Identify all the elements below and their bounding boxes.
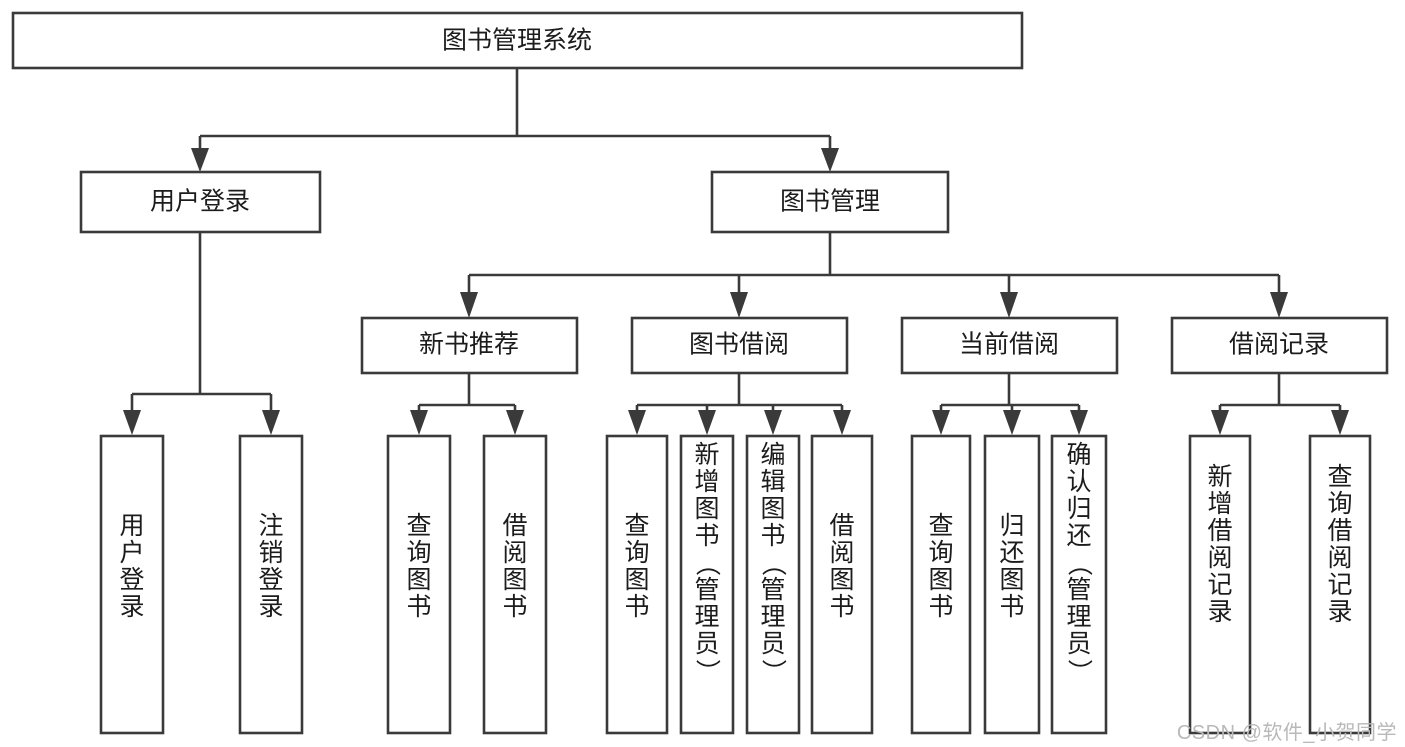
arrow-head-leaf-add-book xyxy=(698,410,716,435)
leaf-borrow-book-1-box[interactable] xyxy=(482,434,548,735)
node-book-mgmt-label: 图书管理 xyxy=(780,188,880,216)
node-book-mgmt[interactable]: 图书管理 xyxy=(710,170,950,234)
arrow-head-leaf-confirm-return xyxy=(1070,410,1088,435)
node-current-borrow[interactable]: 当前借阅 xyxy=(900,316,1119,375)
node-borrow-record-box[interactable] xyxy=(1170,316,1389,375)
leaf-user-login-box[interactable] xyxy=(99,434,165,735)
leaf-add-record-box[interactable] xyxy=(1188,434,1252,735)
leaf-user-logout-box[interactable] xyxy=(238,434,304,735)
leaf-edit-book-box[interactable] xyxy=(745,434,801,735)
arrow-head-leaf-edit-book xyxy=(764,410,782,435)
arrow-head-leaf-return-book xyxy=(1003,410,1021,435)
node-new-book-rec-label: 新书推荐 xyxy=(419,331,519,359)
leaf-add-book-box[interactable] xyxy=(679,434,735,735)
node-current-borrow-box[interactable] xyxy=(900,316,1119,375)
arrow-head-leaf-query-book-1 xyxy=(410,410,428,435)
leaf-query-book-2-box[interactable] xyxy=(605,434,669,735)
node-root-label: 图书管理系统 xyxy=(442,27,592,55)
node-borrow-record-label: 借阅记录 xyxy=(1229,331,1329,359)
node-book-borrow-label: 图书借阅 xyxy=(689,331,789,359)
arrow-head-new-book-rec xyxy=(460,292,478,318)
node-user-login[interactable]: 用户登录 xyxy=(79,170,322,234)
node-new-book-rec-box[interactable] xyxy=(360,316,579,375)
node-book-borrow-box[interactable] xyxy=(630,316,849,375)
arrow-head-current-borrow xyxy=(1000,292,1018,318)
arrow-head-leaf-user-logout xyxy=(262,410,280,435)
arrow-head-leaf-borrow-book-1 xyxy=(506,410,524,435)
arrow-head-leaf-query-record xyxy=(1331,410,1349,435)
arrow-head-user-login xyxy=(191,148,209,172)
node-user-login-box[interactable] xyxy=(79,170,322,234)
connectors-group xyxy=(123,68,1349,435)
arrow-head-book-mgmt xyxy=(821,148,839,172)
leaf-return-book-box[interactable] xyxy=(983,434,1041,735)
node-root[interactable]: 图书管理系统 xyxy=(11,11,1024,70)
leaf-borrow-book-2-box[interactable] xyxy=(810,434,874,735)
node-current-borrow-label: 当前借阅 xyxy=(959,331,1059,359)
leaf-query-book-3-box[interactable] xyxy=(910,434,972,735)
node-book-borrow[interactable]: 图书借阅 xyxy=(630,316,849,375)
leaf-confirm-return-box[interactable] xyxy=(1050,434,1108,735)
node-user-login-label: 用户登录 xyxy=(150,188,250,216)
leaf-query-book-1-box[interactable] xyxy=(386,434,452,735)
arrow-head-leaf-query-book-2 xyxy=(628,410,646,435)
arrow-head-leaf-query-book-3 xyxy=(932,410,950,435)
arrow-head-leaf-add-record xyxy=(1211,410,1229,435)
arrow-head-book-borrow xyxy=(730,292,748,318)
node-new-book-rec[interactable]: 新书推荐 xyxy=(360,316,579,375)
arrow-head-leaf-borrow-book-2 xyxy=(833,410,851,435)
node-root-box[interactable] xyxy=(11,11,1024,70)
node-borrow-record[interactable]: 借阅记录 xyxy=(1170,316,1389,375)
arrow-head-leaf-user-login xyxy=(123,410,141,435)
csdn-watermark: CSDN @软件_小贺同学 xyxy=(1176,722,1397,744)
leaf-boxes-group xyxy=(99,434,1372,735)
arrow-head-borrow-record xyxy=(1270,292,1288,318)
node-book-mgmt-box[interactable] xyxy=(710,170,950,234)
leaf-query-record-box[interactable] xyxy=(1308,434,1372,735)
